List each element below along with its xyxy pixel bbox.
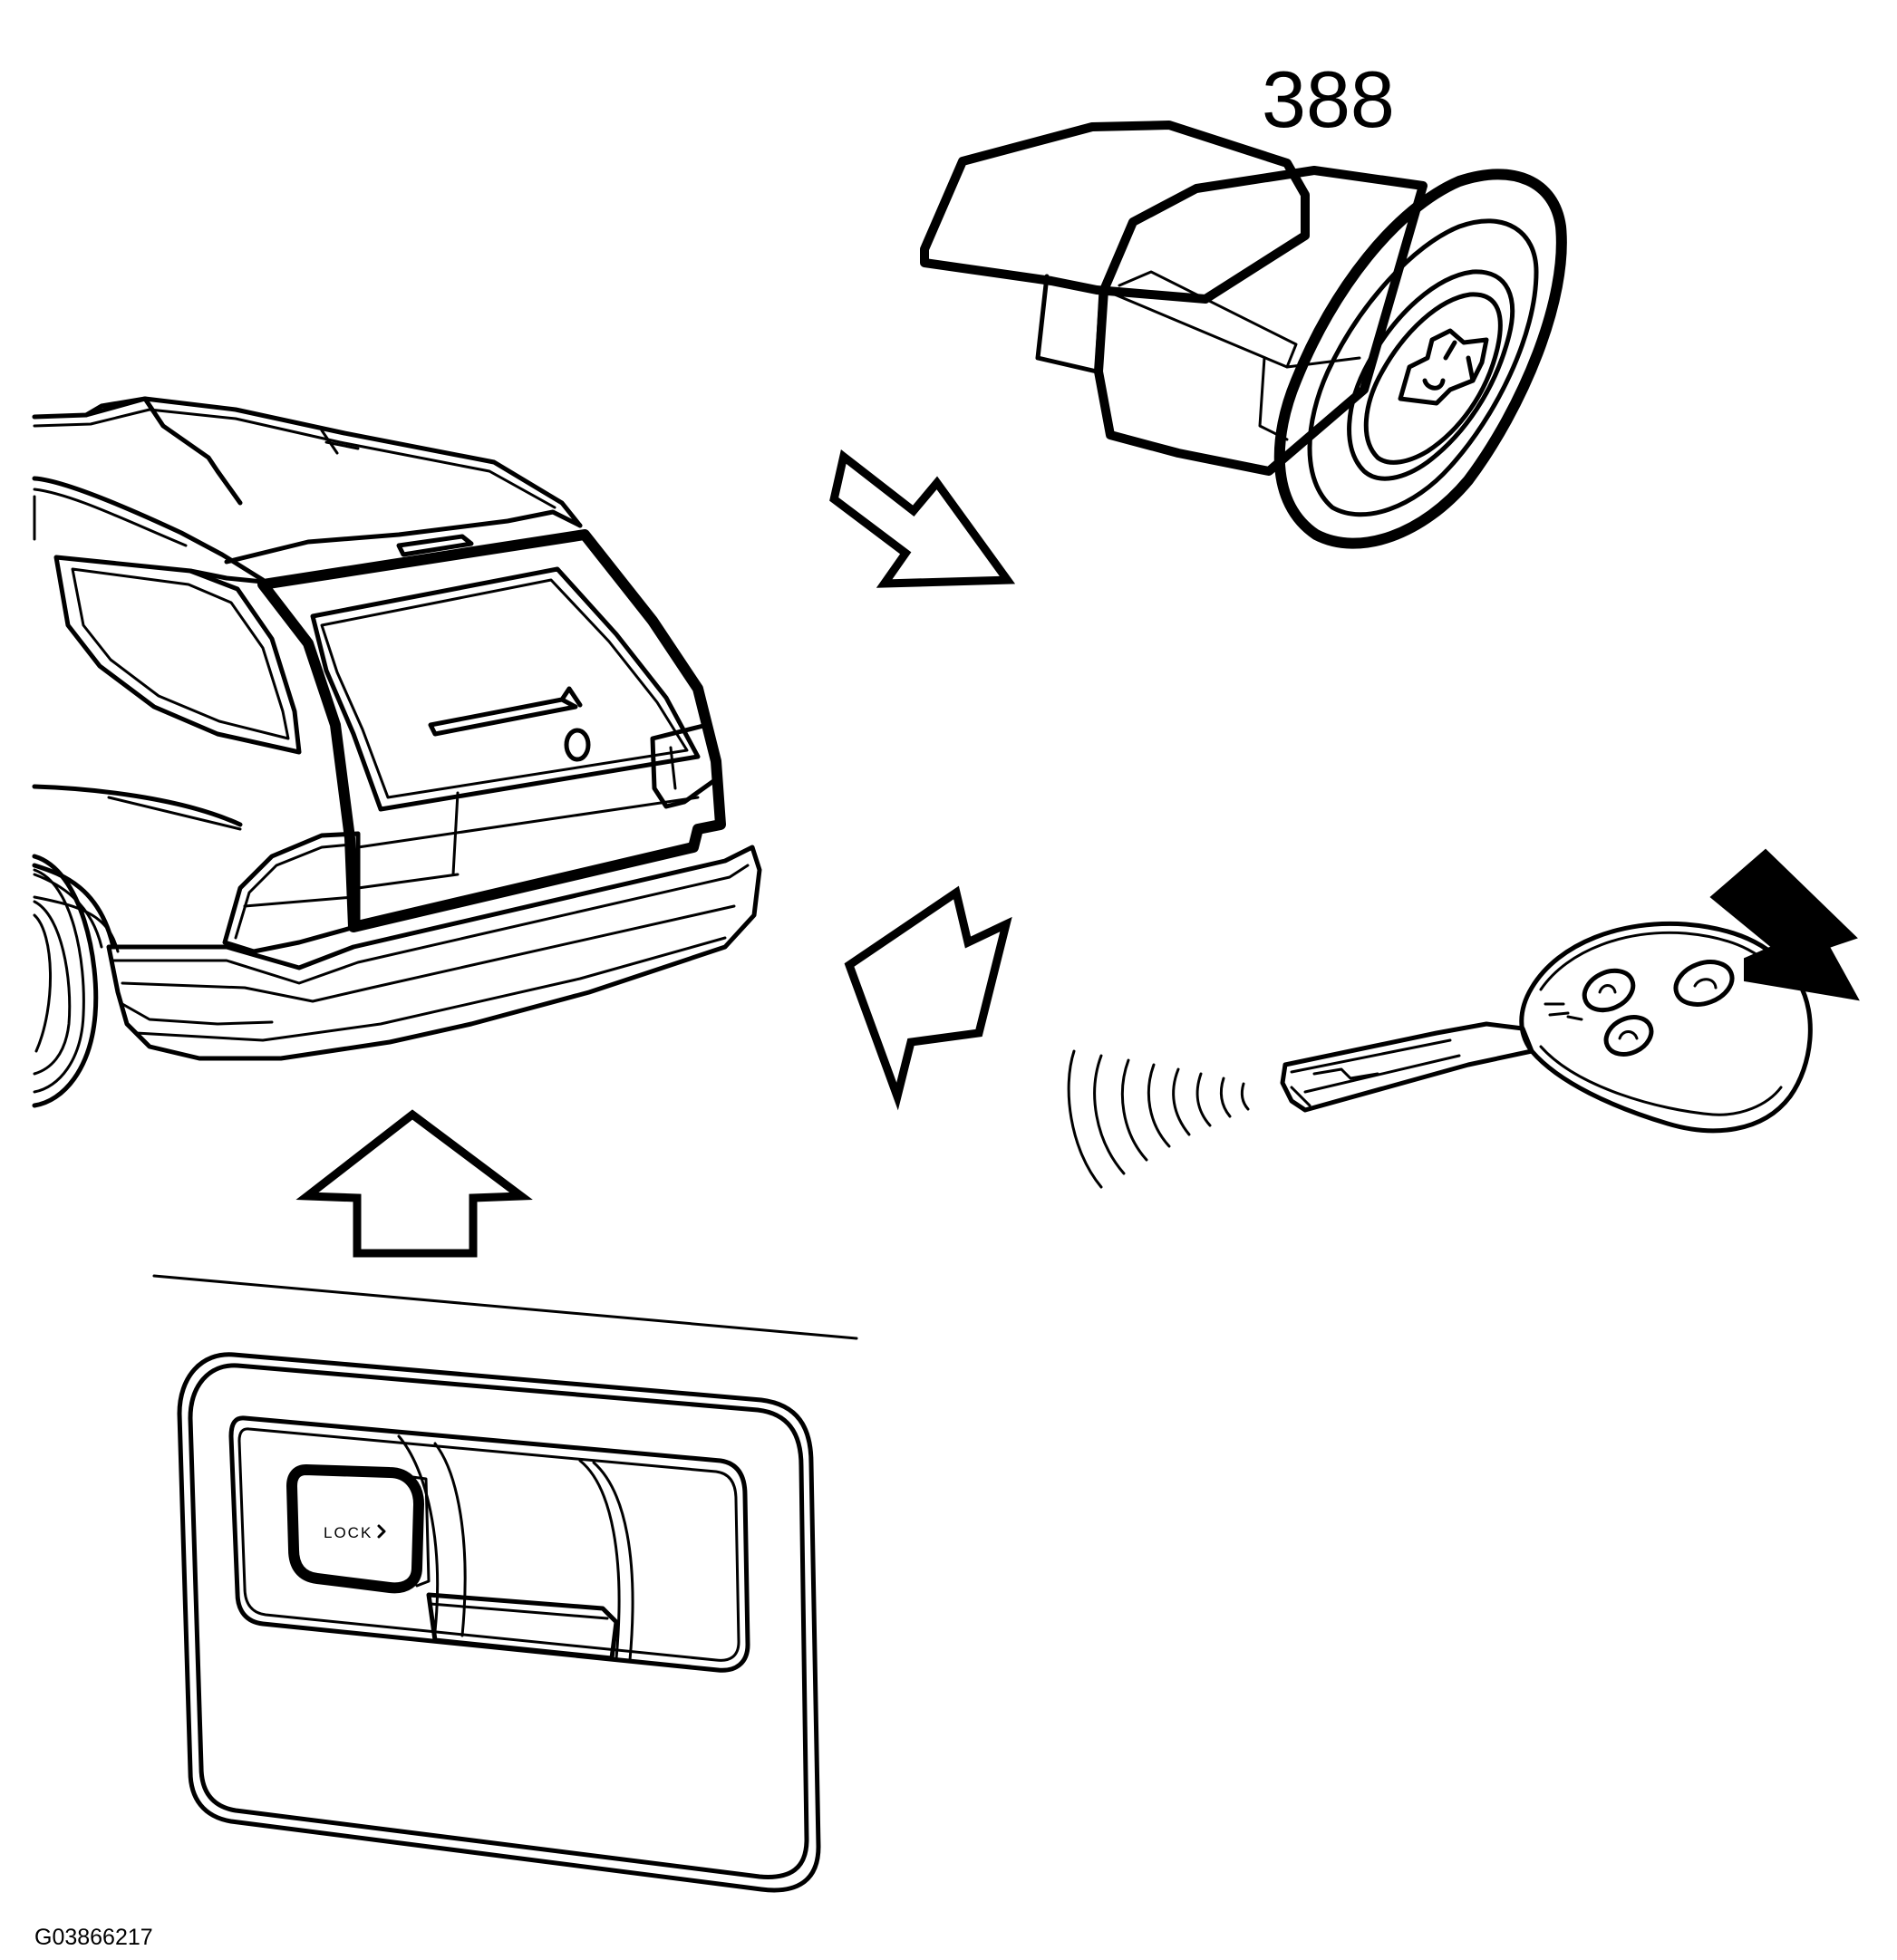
part-number-label: 388 xyxy=(1262,54,1395,144)
brake-light xyxy=(396,534,474,557)
switch-to-car-arrow xyxy=(829,449,1016,588)
tail-lamp-left xyxy=(222,831,361,954)
side-window xyxy=(53,555,302,755)
tail-lamp-right xyxy=(650,722,719,809)
emblem xyxy=(564,728,591,762)
rear-wiper xyxy=(428,686,583,737)
panel-outer xyxy=(177,1352,821,1893)
fob-brand-mark xyxy=(1544,1002,1583,1021)
car-rear-view xyxy=(32,396,762,1108)
panel-recess xyxy=(228,1415,750,1673)
fob-unlock-button xyxy=(1582,968,1636,1013)
switch-connector-housing xyxy=(920,121,1310,304)
lock-button-panel: LOCK xyxy=(177,1352,821,1893)
rear-wheel xyxy=(32,854,99,1108)
rear-bumper xyxy=(106,845,762,1061)
tailgate xyxy=(257,529,726,932)
switch-body xyxy=(1094,166,1428,476)
remote-key-fob xyxy=(1067,921,1813,1189)
fob-tailgate-button xyxy=(1673,960,1735,1007)
key-blade xyxy=(1280,1021,1534,1113)
figure-id-label: G03866217 xyxy=(34,1925,153,1950)
signal-waves-icon xyxy=(1067,1049,1250,1189)
car-with-open-tailgate-icon xyxy=(1398,328,1489,406)
switch-bezel xyxy=(1273,169,1567,549)
button-to-car-arrow xyxy=(295,1109,533,1258)
lock-button xyxy=(286,1464,424,1594)
fob-lock-button xyxy=(1603,1015,1654,1057)
divider-line xyxy=(152,1274,858,1340)
fob-to-car-arrow xyxy=(844,885,1012,1111)
fob-body xyxy=(1519,921,1813,1134)
lock-button-label: LOCK xyxy=(324,1524,373,1541)
tailgate-switch xyxy=(920,121,1567,549)
solid-black-arrow-icon xyxy=(1709,848,1860,1001)
lock-arrow-icon xyxy=(377,1524,386,1539)
rear-window xyxy=(310,566,701,812)
